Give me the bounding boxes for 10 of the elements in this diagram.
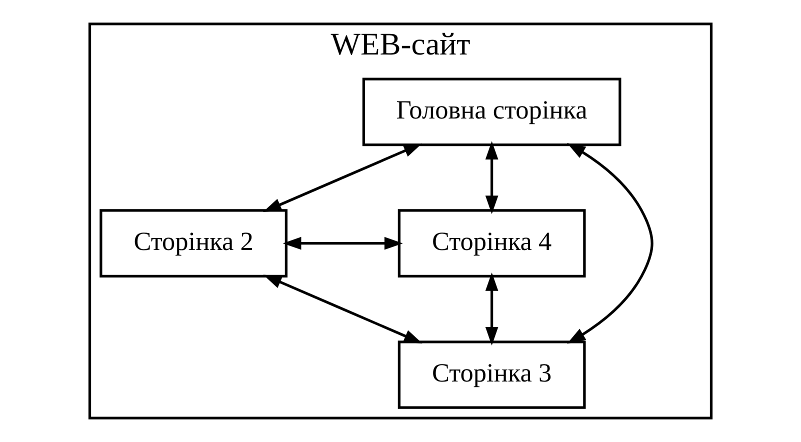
arrow	[263, 274, 422, 344]
node-box: Головна сторінка	[362, 78, 622, 146]
arrow	[485, 272, 498, 346]
arrow	[262, 143, 422, 212]
arrow	[567, 142, 654, 344]
arrow	[282, 236, 403, 250]
node-box: Сторінка 4	[398, 209, 586, 278]
node-box: Сторінка 3	[398, 340, 586, 409]
arrow	[485, 141, 498, 214]
node-box: Сторінка 2	[100, 209, 288, 278]
